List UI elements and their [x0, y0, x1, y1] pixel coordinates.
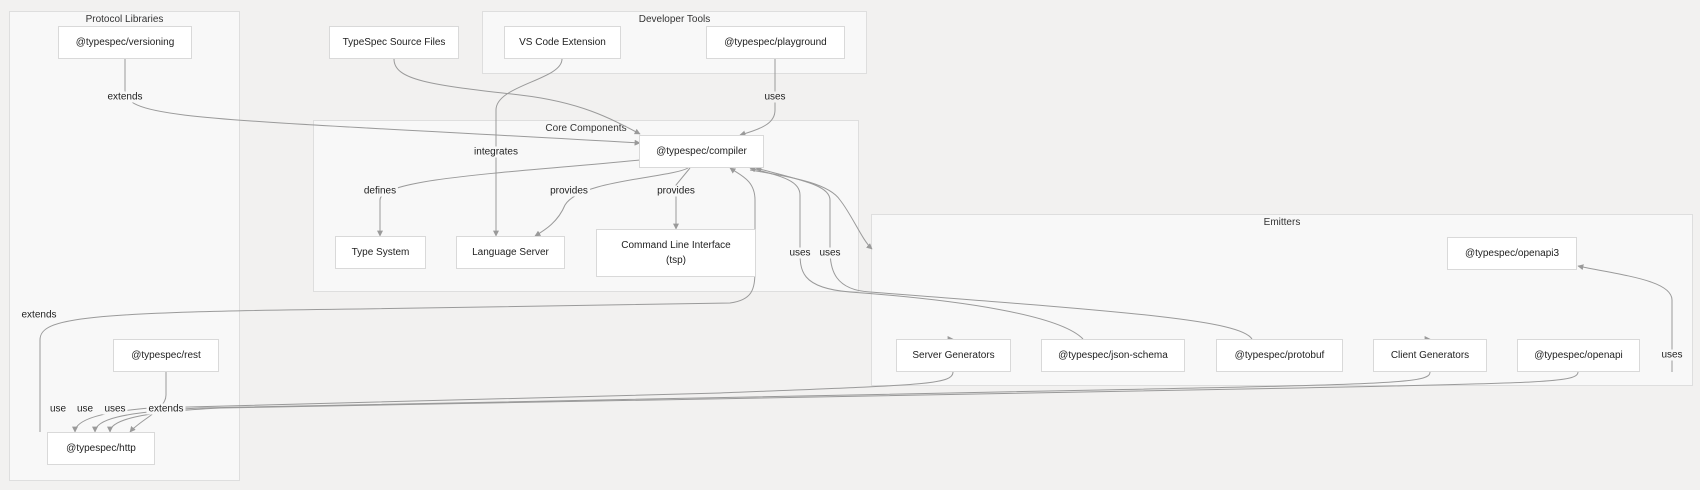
node-typespec-openapi[interactable]: @typespec/openapi — [1517, 339, 1640, 372]
node-typespec-openapi3[interactable]: @typespec/openapi3 — [1447, 237, 1577, 270]
edge-compiler-type-system — [377, 159, 641, 237]
node-command-line-interface[interactable]: Command Line Interface (tsp) — [596, 229, 756, 277]
node-vscode-extension[interactable]: VS Code Extension — [504, 26, 621, 59]
node-server-generators[interactable]: Server Generators — [896, 339, 1011, 372]
edge-label-json-schema-uses: uses — [787, 247, 813, 259]
edge-label-openapi3-uses: uses — [1659, 349, 1685, 361]
node-typespec-compiler[interactable]: @typespec/compiler — [639, 135, 764, 168]
cluster-title-core-components: Core Components — [545, 123, 627, 134]
edge-http-compiler — [39, 167, 756, 432]
edge-openapi3-uses — [1577, 264, 1673, 372]
edge-client-http — [92, 371, 1431, 433]
edge-compiler-cli — [673, 167, 691, 230]
edge-openapi-http — [107, 371, 1579, 433]
node-typespec-json-schema[interactable]: @typespec/json-schema — [1041, 339, 1185, 372]
edge-playground-compiler — [739, 59, 776, 137]
edge-versioning-compiler — [124, 59, 641, 146]
edge-vscode-language-server — [493, 58, 563, 237]
cluster-title-protocol-libraries: Protocol Libraries — [85, 14, 164, 25]
edge-label-vscode-integrates: integrates — [472, 146, 520, 158]
edge-label-versioning-extends: extends — [105, 91, 145, 103]
node-typespec-protobuf[interactable]: @typespec/protobuf — [1216, 339, 1343, 372]
cluster-title-developer-tools: Developer Tools — [638, 14, 711, 25]
node-client-generators[interactable]: Client Generators — [1373, 339, 1487, 372]
edge-label-protobuf-uses: uses — [817, 247, 843, 259]
cluster-title-emitters: Emitters — [1263, 217, 1301, 228]
edge-label-compiler-provides-cli: provides — [655, 185, 697, 197]
edge-json-schema-compiler — [749, 166, 1084, 340]
node-language-server[interactable]: Language Server — [456, 236, 565, 269]
edge-label-rest-extends: extends — [146, 403, 186, 415]
node-typespec-versioning[interactable]: @typespec/versioning — [58, 26, 192, 59]
edge-protobuf-compiler — [755, 166, 1253, 340]
edge-source-compiler — [393, 58, 641, 135]
edge-label-compiler-defines: defines — [361, 185, 399, 197]
edge-label-server-use: use — [47, 403, 69, 415]
edge-server-http — [72, 371, 954, 433]
edge-label-compiler-provides-ls: provides — [548, 185, 590, 197]
node-typespec-rest[interactable]: @typespec/rest — [113, 339, 219, 372]
cli-label-line1: Command Line Interface — [621, 240, 731, 251]
edge-label-http-extends: extends — [19, 309, 59, 321]
edge-compiler-emitters — [749, 169, 873, 250]
edge-label-playground-uses: uses — [762, 91, 788, 103]
edge-label-openapi-uses: uses — [102, 403, 128, 415]
edge-rest-http — [129, 372, 167, 433]
node-typespec-source-files[interactable]: TypeSpec Source Files — [329, 26, 459, 59]
node-typespec-playground[interactable]: @typespec/playground — [706, 26, 845, 59]
edge-label-client-use: use — [74, 403, 96, 415]
edge-compiler-language-server — [534, 167, 689, 237]
node-typespec-http[interactable]: @typespec/http — [47, 432, 155, 465]
cli-label-line2: (tsp) — [666, 255, 686, 266]
node-type-system[interactable]: Type System — [335, 236, 426, 269]
